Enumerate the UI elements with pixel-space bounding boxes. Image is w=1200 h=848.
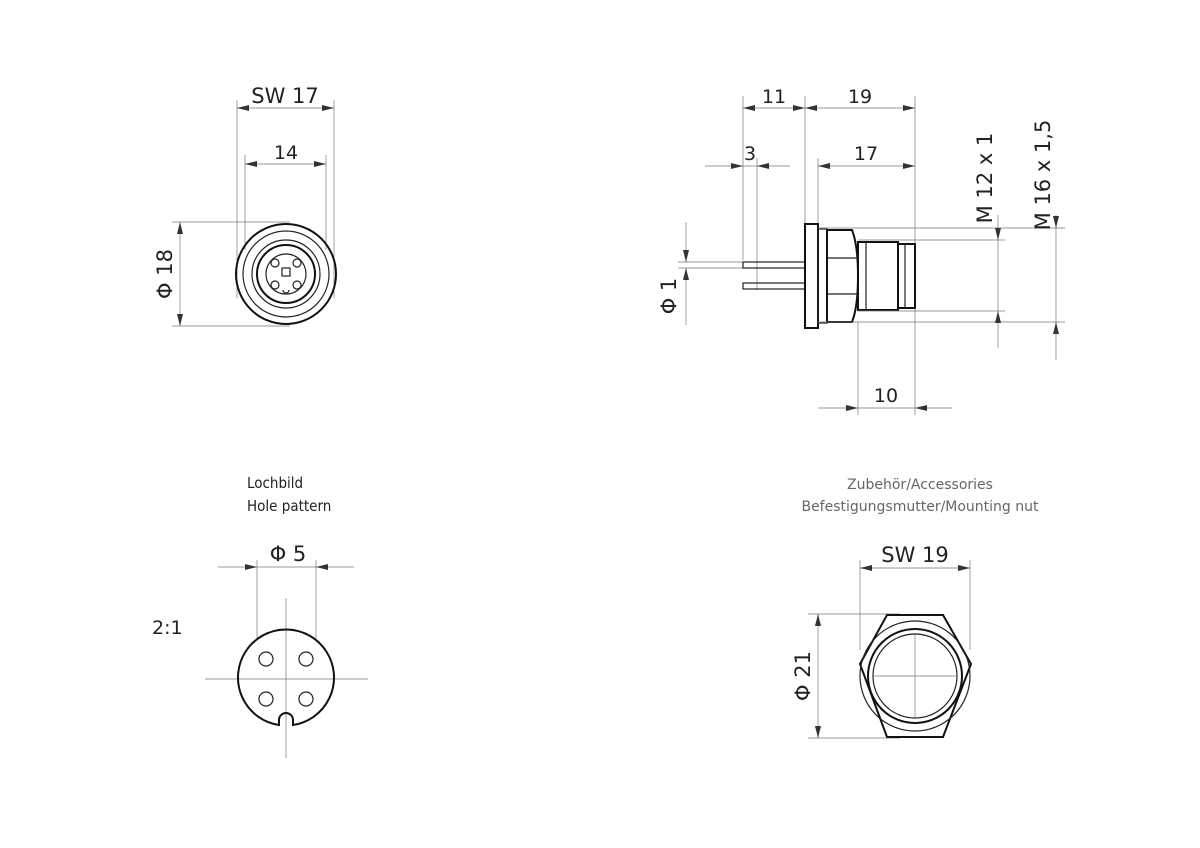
accessories-subtitle: Befestigungsmutter/Mounting nut bbox=[801, 499, 1039, 515]
front-pin bbox=[270, 280, 280, 290]
accessories-diameter: Φ 21 bbox=[791, 651, 815, 701]
side-view: 11 19 3 17 Φ 1 bbox=[657, 86, 1065, 415]
front-outer-nut bbox=[235, 223, 337, 325]
front-inner-width-label: 14 bbox=[274, 142, 298, 164]
front-pin bbox=[292, 258, 302, 268]
side-thread-m12: M 12 x 1 bbox=[973, 133, 997, 224]
side-flange bbox=[804, 223, 819, 329]
side-diameter-pin: Φ 1 bbox=[657, 278, 681, 315]
front-pin bbox=[292, 280, 302, 290]
side-pin-upper bbox=[742, 261, 806, 269]
hole bbox=[298, 651, 314, 667]
hole bbox=[258, 651, 274, 667]
hole bbox=[298, 691, 314, 707]
side-dim-11: 11 bbox=[762, 86, 786, 108]
hole-pattern-title-de: Lochbild bbox=[247, 474, 303, 492]
hole bbox=[258, 691, 274, 707]
side-nut bbox=[826, 229, 860, 323]
mounting-nut-bore bbox=[867, 628, 963, 724]
front-sw-label: SW 17 bbox=[251, 84, 319, 108]
mounting-nut-hex bbox=[858, 614, 973, 738]
side-thread-body bbox=[857, 241, 899, 311]
side-dim-19: 19 bbox=[848, 86, 872, 108]
hole-pattern-scale: 2:1 bbox=[152, 617, 183, 639]
accessories-sw-label: SW 19 bbox=[881, 543, 949, 567]
side-pin-lower bbox=[742, 282, 806, 290]
hole-pattern-view: Lochbild Hole pattern Φ 5 2:1 bbox=[152, 474, 368, 758]
side-thread-m16: M 16 x 1,5 bbox=[1031, 120, 1055, 231]
accessories-view: Zubehör/Accessories Befestigungsmutter/M… bbox=[791, 477, 1039, 739]
side-dim-10: 10 bbox=[874, 385, 898, 407]
front-diameter-label: Φ 18 bbox=[153, 249, 177, 299]
front-pin bbox=[270, 258, 280, 268]
side-dim-17: 17 bbox=[854, 143, 878, 165]
front-view: SW 17 14 Φ 18 bbox=[153, 84, 337, 327]
accessories-title: Zubehör/Accessories bbox=[847, 477, 993, 493]
hole-pattern-title-en: Hole pattern bbox=[247, 497, 331, 515]
hole-pattern-outline bbox=[237, 628, 335, 727]
hole-pattern-diameter: Φ 5 bbox=[270, 542, 307, 566]
side-dim-3: 3 bbox=[744, 143, 756, 165]
